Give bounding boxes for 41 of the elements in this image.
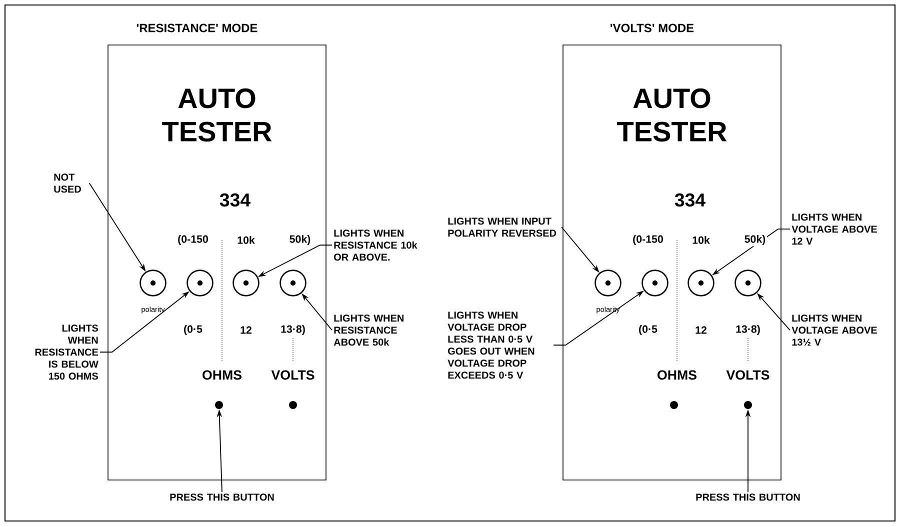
scale-value: (0·5 <box>637 324 659 336</box>
callout-text: LIGHTS WHEN VOLTAGE DROP LESS THAN 0·5 V GOES OUT WHEN VOLTAGE DROP EXCEEDS 0·5 V <box>448 312 534 379</box>
mode-heading: 'VOLTS' MODE <box>610 24 694 32</box>
unit-label: OHMS <box>200 368 244 382</box>
scale-value: 50k) <box>743 234 767 246</box>
lamp-symbol <box>688 270 714 296</box>
scale-value: 13·8) <box>279 324 307 336</box>
model-number: 334 <box>220 193 250 207</box>
unit-label: VOLTS <box>270 368 316 382</box>
unit-label: OHMS <box>656 368 698 382</box>
mode-heading: 'RESISTANCE' MODE <box>136 24 258 32</box>
callout-text: PRESS THIS BUTTON <box>696 494 800 501</box>
scale-value: 12 <box>694 324 708 336</box>
scale-value: 10k <box>236 234 256 246</box>
panel-title: AUTO TESTER <box>162 88 272 142</box>
lamp-symbol <box>186 270 214 296</box>
scale-value: (0·5 <box>182 324 204 336</box>
callout-text: PRESS THIS BUTTON <box>170 494 274 501</box>
scale-value: (0-150 <box>631 234 665 246</box>
scale-value: (0-150 <box>176 234 210 246</box>
scale-value: 50k) <box>288 234 312 246</box>
panel-title: AUTO TESTER <box>617 88 727 142</box>
model-number: 334 <box>674 193 706 207</box>
lamp-symbol <box>642 270 668 296</box>
callout-text: LIGHTS WHEN VOLTAGE ABOVE 13½ V <box>792 314 877 346</box>
callout-text: LIGHTS WHEN RESISTANCE 10k OR ABOVE. <box>334 230 418 261</box>
callout-text: LIGHTS WHEN RESISTANCE IS BELOW 150 OHMS <box>35 324 98 380</box>
scale-value: 13·8) <box>734 324 762 336</box>
button-dot <box>289 400 298 409</box>
button-dot <box>670 400 678 409</box>
callout-text: NOT USED <box>54 174 81 193</box>
lamp-symbol <box>734 270 762 296</box>
callout-text: LIGHTS WHEN INPUT POLARITY REVERSED <box>448 218 556 237</box>
callout-text: LIGHTS WHEN VOLTAGE ABOVE 12 V <box>792 214 877 245</box>
scale-value: 10k <box>690 234 712 246</box>
lamp-symbol <box>232 270 260 296</box>
scale-value: 12 <box>238 324 254 336</box>
callout-text: LIGHTS WHEN RESISTANCE ABOVE 50k <box>334 314 404 346</box>
unit-label: VOLTS <box>724 368 772 382</box>
button-dot <box>744 400 752 409</box>
lamp-symbol <box>280 270 306 296</box>
